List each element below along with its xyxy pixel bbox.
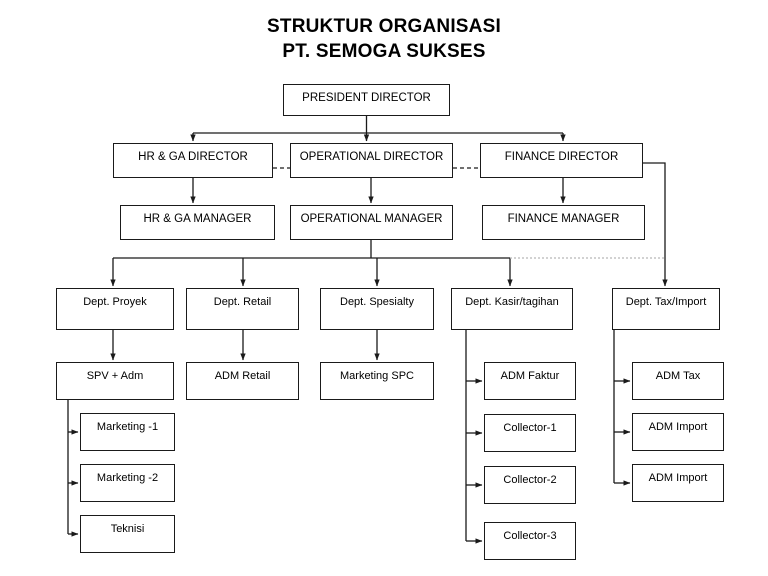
org-node-marketing_spc[interactable]: Marketing SPC bbox=[320, 362, 434, 400]
org-node-label: Marketing SPC bbox=[340, 370, 414, 382]
org-node-label: ADM Retail bbox=[214, 370, 271, 382]
page-title: STRUKTUR ORGANISASI PT. SEMOGA SUKSES bbox=[0, 14, 768, 64]
org-node-label: OPERATIONAL MANAGER bbox=[300, 213, 443, 225]
org-node-label: Dept. Tax/Import bbox=[625, 296, 707, 308]
org-node-label: HR & GA DIRECTOR bbox=[138, 151, 248, 163]
org-node-label: ADM Import bbox=[648, 472, 708, 484]
org-node-label: Marketing -1 bbox=[96, 421, 159, 433]
org-node-label: OPERATIONAL DIRECTOR bbox=[299, 151, 444, 163]
org-node-finance_manager[interactable]: FINANCE MANAGER bbox=[482, 205, 645, 240]
org-node-adm_retail[interactable]: ADM Retail bbox=[186, 362, 299, 400]
org-node-teknisi[interactable]: Teknisi bbox=[80, 515, 175, 553]
org-node-label: Collector-1 bbox=[503, 422, 557, 434]
org-node-label: FINANCE MANAGER bbox=[507, 213, 620, 225]
org-node-label: ADM Import bbox=[648, 421, 708, 433]
org-node-adm_faktur[interactable]: ADM Faktur bbox=[484, 362, 576, 400]
title-line-1: STRUKTUR ORGANISASI bbox=[267, 16, 501, 37]
org-node-collector_1[interactable]: Collector-1 bbox=[484, 414, 576, 452]
org-node-label: SPV + Adm bbox=[86, 370, 144, 382]
org-node-label: Dept. Kasir/tagihan bbox=[465, 296, 559, 308]
org-node-label: Dept. Proyek bbox=[83, 296, 147, 308]
org-node-collector_3[interactable]: Collector-3 bbox=[484, 522, 576, 560]
org-node-dept_proyek[interactable]: Dept. Proyek bbox=[56, 288, 174, 330]
org-node-label: Collector-3 bbox=[503, 530, 557, 542]
org-node-dept_spesialty[interactable]: Dept. Spesialty bbox=[320, 288, 434, 330]
org-node-label: ADM Faktur bbox=[500, 370, 560, 382]
org-node-operational_manager[interactable]: OPERATIONAL MANAGER bbox=[290, 205, 453, 240]
org-node-marketing_1[interactable]: Marketing -1 bbox=[80, 413, 175, 451]
org-node-spv_adm[interactable]: SPV + Adm bbox=[56, 362, 174, 400]
org-node-label: Dept. Retail bbox=[213, 296, 272, 308]
org-node-dept_retail[interactable]: Dept. Retail bbox=[186, 288, 299, 330]
org-node-adm_import_2[interactable]: ADM Import bbox=[632, 464, 724, 502]
org-node-president_director[interactable]: PRESIDENT DIRECTOR bbox=[283, 84, 450, 116]
org-node-label: Dept. Spesialty bbox=[340, 296, 414, 308]
org-node-dept_tax_import[interactable]: Dept. Tax/Import bbox=[612, 288, 720, 330]
org-node-dept_kasir_tagihan[interactable]: Dept. Kasir/tagihan bbox=[451, 288, 573, 330]
org-node-label: Teknisi bbox=[110, 523, 145, 535]
org-node-hr_ga_director[interactable]: HR & GA DIRECTOR bbox=[113, 143, 273, 178]
edge-finance-director-tax-import bbox=[643, 162, 668, 287]
org-node-finance_director[interactable]: FINANCE DIRECTOR bbox=[480, 143, 643, 178]
org-node-hr_ga_manager[interactable]: HR & GA MANAGER bbox=[120, 205, 275, 240]
org-node-marketing_2[interactable]: Marketing -2 bbox=[80, 464, 175, 502]
org-node-operational_director[interactable]: OPERATIONAL DIRECTOR bbox=[290, 143, 453, 178]
org-node-label: HR & GA MANAGER bbox=[143, 213, 252, 225]
title-line-2: PT. SEMOGA SUKSES bbox=[282, 41, 486, 62]
org-node-label: Collector-2 bbox=[503, 474, 557, 486]
org-node-collector_2[interactable]: Collector-2 bbox=[484, 466, 576, 504]
org-node-label: Marketing -2 bbox=[96, 472, 159, 484]
org-node-label: FINANCE DIRECTOR bbox=[504, 151, 619, 163]
org-node-adm_import_1[interactable]: ADM Import bbox=[632, 413, 724, 451]
org-node-label: ADM Tax bbox=[655, 370, 701, 382]
org-node-label: PRESIDENT DIRECTOR bbox=[302, 92, 431, 104]
org-node-adm_tax[interactable]: ADM Tax bbox=[632, 362, 724, 400]
